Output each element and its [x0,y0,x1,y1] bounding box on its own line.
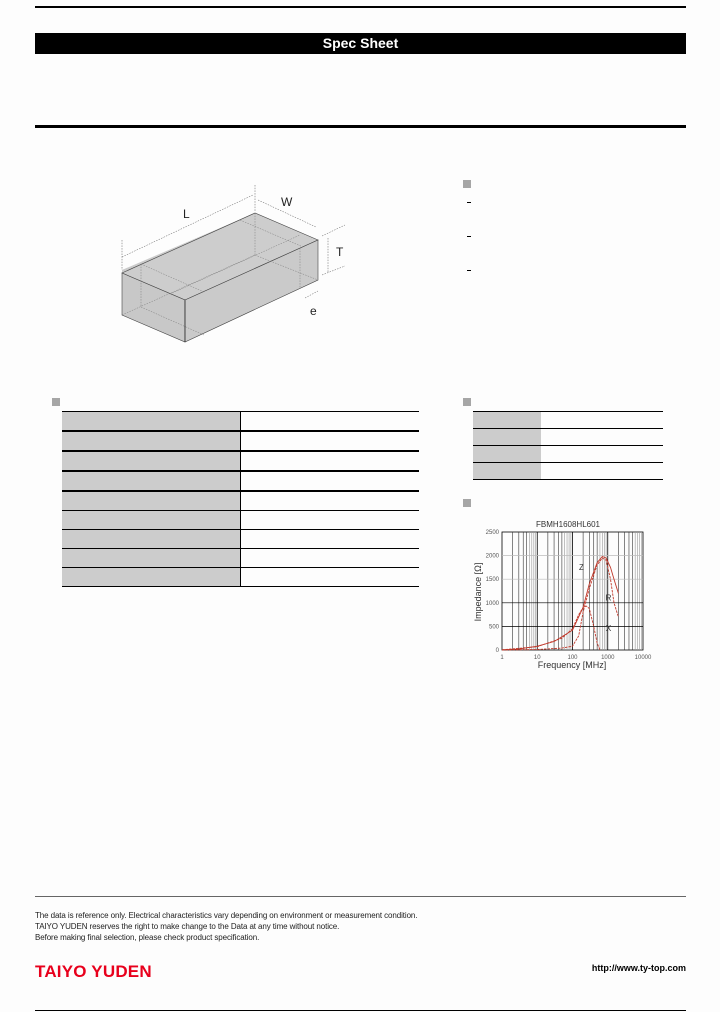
spec-value [240,411,419,431]
dimensions-section-bullet [463,398,471,406]
series-r-line [501,557,619,651]
table-row [62,548,419,568]
y-tick-label: 2000 [486,554,500,560]
y-tick-label: 500 [489,624,500,630]
dimension-label [473,445,541,463]
table-row [62,451,419,471]
table-row [473,411,663,429]
dimension-value [541,411,663,429]
series-z-line [501,555,619,651]
spec-value [240,491,419,511]
disclaimer-line: The data is reference only. Electrical c… [35,911,418,920]
table-row [62,529,419,549]
footer-divider [35,896,686,897]
spec-label [62,451,241,471]
x-tick-label: 10 [534,655,541,661]
x-tick-label: 1000 [601,655,615,661]
x-tick-label: 1 [500,655,504,661]
spec-label [62,471,241,491]
table-row [473,462,663,480]
series-annotation: Z [579,563,584,572]
y-tick-label: 0 [496,648,500,654]
brand-logo: TAIYO YUDEN [35,962,152,981]
width-label: W [281,195,293,209]
table-row [62,411,419,431]
spec-value [240,529,419,549]
impedance-chart: FBMH1608HL601 Z R X 0 500 1000 1500 2000 2500 1… [473,520,652,670]
y-axis-label: Impedance [Ω] [473,563,483,622]
table-row [62,491,419,511]
spec-label [62,491,241,511]
component-dimension-drawing: L W T e [121,185,346,343]
length-label: L [183,207,190,221]
series-annotation: X [606,624,612,633]
spec-label [62,548,241,568]
series-x-line [501,605,601,651]
bottom-rule [35,1010,686,1011]
website-link[interactable]: http://www.ty-top.com [591,963,686,973]
header-divider [35,125,686,128]
x-tick-label: 100 [567,655,578,661]
spec-label [62,510,241,530]
feature-item-dash [467,236,471,237]
dimension-value [541,445,663,463]
dimension-label [473,428,541,446]
disclaimer-line: Before making final selection, please ch… [35,933,260,942]
specs-table [62,411,419,587]
spec-label [62,567,241,587]
dimensions-table [473,411,663,480]
features-section-bullet [463,180,471,188]
table-row [62,567,419,587]
dimension-value [541,428,663,446]
feature-item-dash [467,270,471,271]
chart-section-bullet [463,499,471,507]
spec-label [62,529,241,549]
table-row [62,471,419,491]
table-row [62,431,419,451]
feature-item-dash [467,202,471,203]
specs-section-bullet [52,398,60,406]
dimension-value [541,462,663,480]
series-annotation: R [606,593,612,602]
electrode-label: e [310,304,317,318]
thickness-label: T [336,245,344,259]
y-tick-label: 2500 [486,530,500,536]
x-tick-label: 10000 [635,655,652,661]
dimension-label [473,411,541,429]
spec-value [240,510,419,530]
chart-title: FBMH1608HL601 [536,520,601,529]
x-axis-label: Frequency [MHz] [538,660,607,670]
table-row [62,510,419,530]
table-row [473,445,663,463]
table-row [473,428,663,446]
disclaimer-line: TAIYO YUDEN reserves the right to make c… [35,922,340,931]
spec-value [240,567,419,587]
top-rule [35,6,686,8]
spec-value [240,548,419,568]
y-tick-label: 1500 [486,577,500,583]
spec-label [62,411,241,431]
y-tick-label: 1000 [486,601,500,607]
spec-value [240,451,419,471]
spec-value [240,471,419,491]
dimension-label [473,462,541,480]
page-title: Spec Sheet [35,33,686,54]
spec-label [62,431,241,451]
spec-value [240,431,419,451]
